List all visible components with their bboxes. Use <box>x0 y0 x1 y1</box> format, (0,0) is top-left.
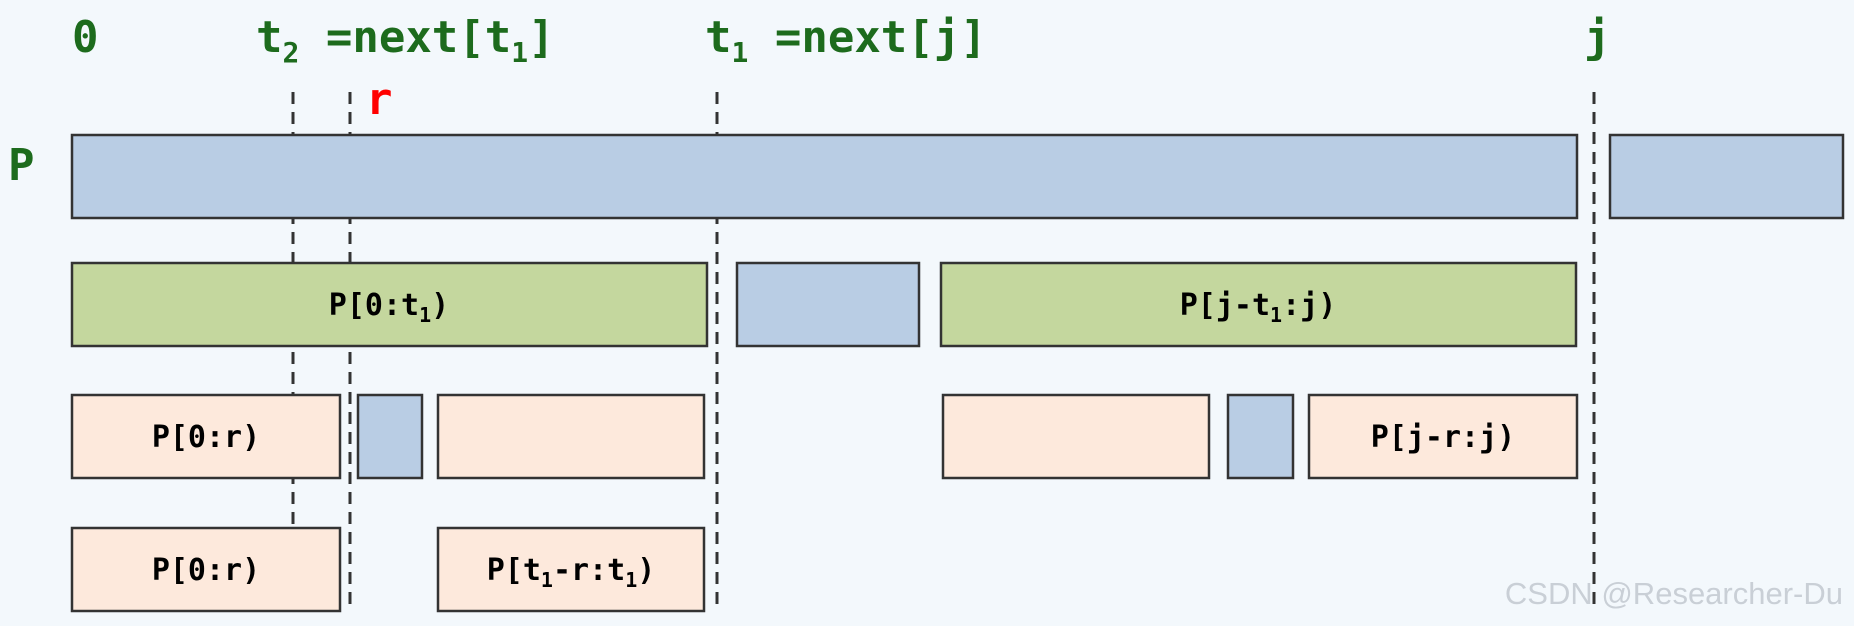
label-j: j <box>1584 12 1611 63</box>
middle-blue-box <box>735 261 921 348</box>
row3-blue-box-left <box>356 393 424 480</box>
label-p: P <box>8 140 35 191</box>
pattern-next-segment <box>1608 133 1845 220</box>
row3-blue-box-right <box>1226 393 1295 480</box>
row3-box-pj-r-j <box>1307 393 1579 480</box>
row3-box-p0-r-label: P[0:r) <box>152 420 260 455</box>
row3-peach-box-2 <box>436 393 706 480</box>
row4-box-pt1-r-t1-label: P[t1-r:t1) <box>487 553 656 592</box>
row4-box-pt1-r-t1 <box>436 526 706 613</box>
row4-box-p0-r-label: P[0:r) <box>152 553 260 588</box>
prefix-box-p0-t1-label: P[0:t1) <box>329 288 449 327</box>
pattern-bar <box>70 133 1579 220</box>
row3-box-p0-r <box>70 393 342 480</box>
row4-box-p0-r <box>70 526 342 613</box>
label-r: r <box>366 74 393 125</box>
watermark: CSDN @Researcher-Du <box>1505 576 1843 611</box>
row3-box-pj-r-j-label: P[j-r:j) <box>1371 420 1516 455</box>
prefix-box-p0-t1 <box>70 261 709 348</box>
suffix-box-pj-t1-j <box>939 261 1578 348</box>
suffix-box-pj-t1-j-label: P[j-t1:j) <box>1180 288 1337 327</box>
label-zero: 0 <box>72 12 99 63</box>
label-t2-next-t1: t2 =next[t1] <box>256 12 555 69</box>
row3-peach-box-3 <box>941 393 1211 480</box>
label-t1-next-j: t1 =next[j] <box>705 12 987 69</box>
